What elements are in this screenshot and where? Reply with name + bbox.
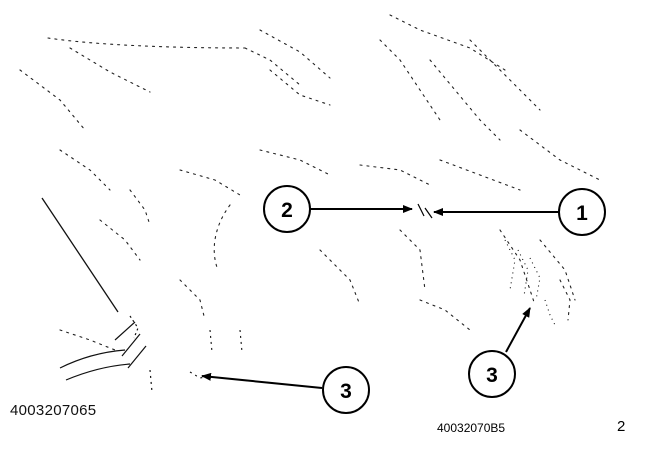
right-mechanism [504, 239, 556, 326]
callout-2: 2 [263, 185, 413, 233]
machine-outline [19, 14, 601, 351]
callout-2-label: 2 [281, 199, 293, 222]
callout-3-bottom-leader [201, 372, 323, 389]
lower-left-mechanism [59, 315, 153, 393]
callout-2-circle [263, 185, 311, 233]
callout-1-circle [558, 188, 606, 236]
callout-3-right-leader [505, 307, 531, 353]
callout-1-label: 1 [576, 202, 588, 225]
diagonal-rod [41, 197, 119, 313]
target-marks [417, 203, 433, 219]
callout-3-bottom-label: 3 [340, 380, 352, 403]
callout-1: 1 [433, 188, 606, 236]
callout-3-bottom: 3 [201, 366, 370, 414]
page-number: 2 [617, 418, 626, 435]
callout-3-bottom-circle [322, 366, 370, 414]
bracket-detail [189, 329, 243, 379]
callout-3-right-label: 3 [486, 364, 498, 387]
callout-3-right: 3 [468, 307, 531, 398]
embedded-figure-code: 4003207065 [10, 402, 96, 419]
callout-3-right-circle [468, 350, 516, 398]
figure-code: 40032070B5 [437, 421, 506, 435]
